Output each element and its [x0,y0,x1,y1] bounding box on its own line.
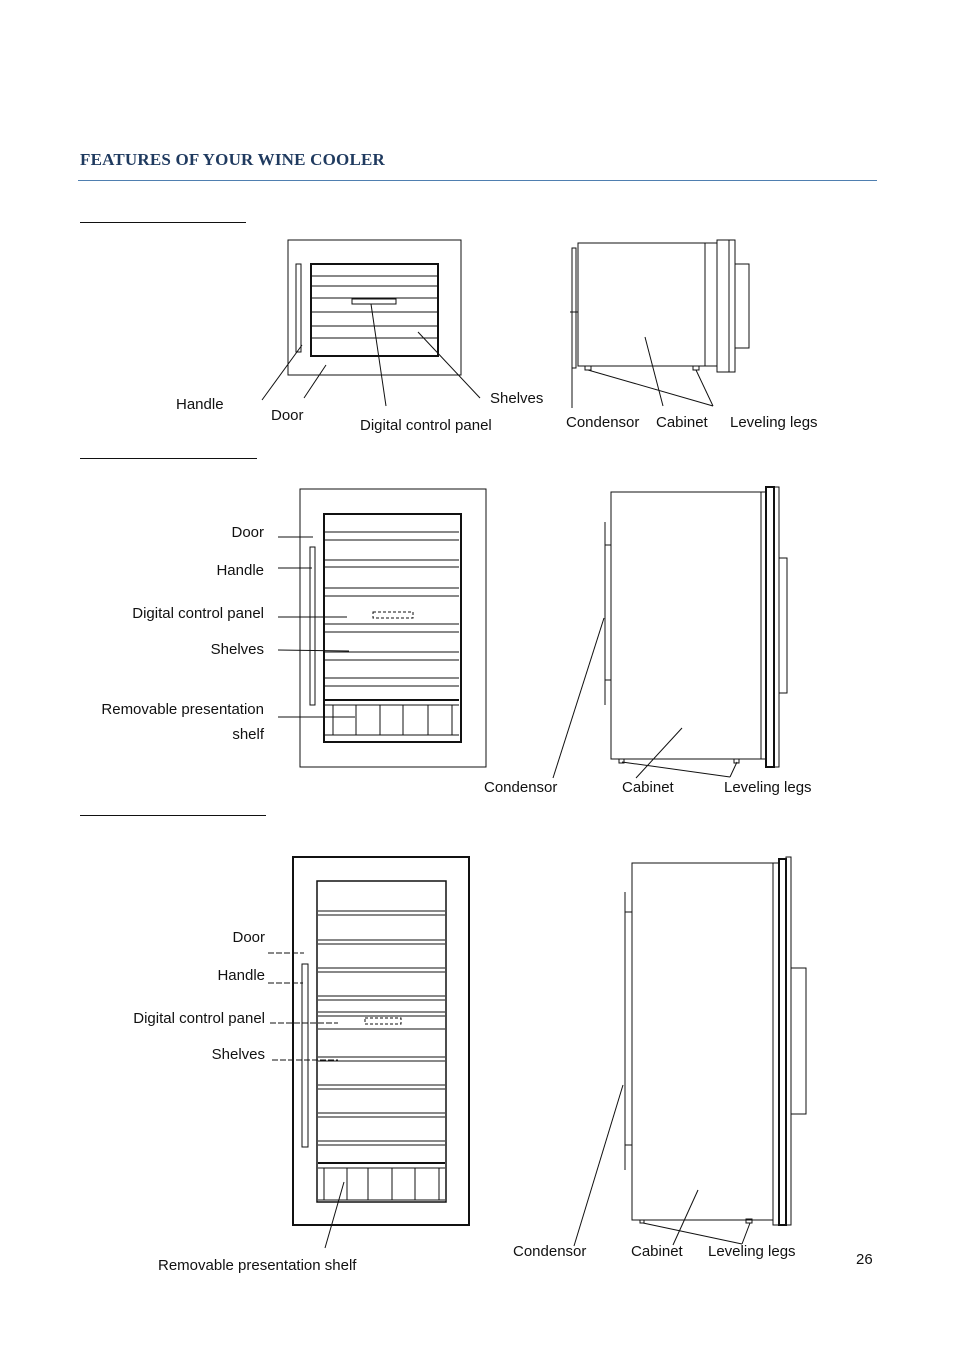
s3-leveling-legs-label: Leveling legs [708,1243,796,1260]
page-title: FEATURES OF YOUR WINE COOLER [80,150,386,169]
s2-door-label: Door [231,524,264,541]
s2-removable-shelf-label-line1: Removable presentation [101,701,264,718]
s2-handle-label: Handle [216,562,264,579]
section3-rule [80,815,266,816]
small-cooler-side-drawing [570,240,749,408]
s3-cabinet-label: Cabinet [631,1243,683,1260]
s3-digital-control-panel-label: Digital control panel [133,1010,265,1027]
s1-cabinet-label: Cabinet [656,414,708,431]
section2-rule [80,458,257,459]
s2-condensor-label: Condensor [484,779,558,796]
s1-handle-label: Handle [176,396,224,413]
s3-removable-shelf-label: Removable presentation shelf [158,1257,357,1274]
s1-leveling-legs-label: Leveling legs [730,414,818,431]
s1-condensor-label: Condensor [566,414,640,431]
s3-shelves-label: Shelves [211,1046,265,1063]
s2-leveling-legs-label: Leveling legs [724,779,812,796]
tall-cooler-front-drawing [268,857,469,1248]
s3-condensor-label: Condensor [513,1243,587,1260]
s3-handle-label: Handle [217,967,265,984]
s3-door-label: Door [232,929,265,946]
medium-cooler-side-drawing [553,487,787,778]
page-number: 26 [856,1251,873,1268]
tall-cooler-side-drawing [574,857,806,1246]
s1-door-label: Door [271,407,304,424]
title-underline [78,180,877,181]
s2-shelves-label: Shelves [210,641,264,658]
medium-cooler-front-drawing [278,489,486,767]
s2-digital-control-panel-label: Digital control panel [132,605,264,622]
s2-removable-shelf-label-line2: shelf [232,726,264,743]
s1-digital-control-panel-label: Digital control panel [360,417,492,434]
s2-cabinet-label: Cabinet [622,779,674,796]
section1-rule [80,222,246,223]
s1-shelves-label: Shelves [490,390,544,407]
small-cooler-front-drawing [262,240,480,406]
